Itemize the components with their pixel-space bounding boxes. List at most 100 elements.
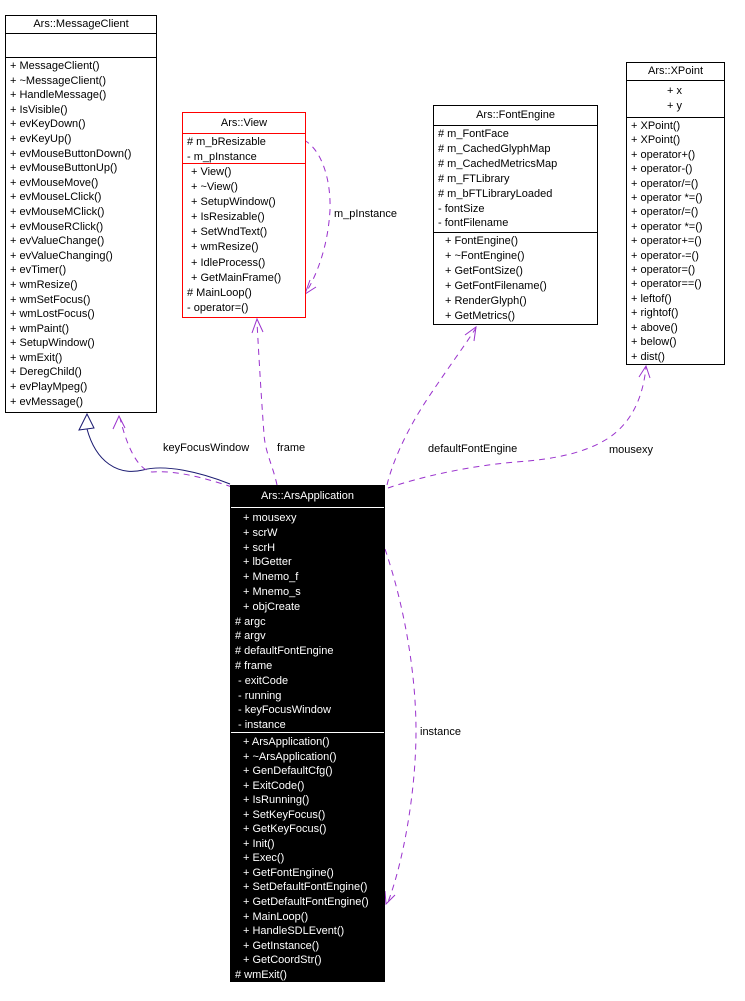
member-row: - fontFilename — [438, 217, 509, 230]
class-box-xpoint[interactable]: Ars::XPoint + x+ y + XPoint()+ XPoint()+… — [626, 62, 725, 365]
member-row: + evKeyDown() — [10, 118, 86, 131]
member-row: + GetCoordStr() — [243, 954, 322, 967]
member-row: # frame — [235, 659, 273, 672]
member-row: + ~View() — [191, 181, 238, 194]
member-row: + x — [667, 85, 682, 97]
member-row: + GenDefaultCfg() — [243, 765, 333, 778]
methods-section: + ArsApplication()+ ~ArsApplication()+ G… — [231, 733, 384, 981]
member-row: + rightof() — [631, 307, 679, 320]
class-box-fontengine[interactable]: Ars::FontEngine # m_FontFace# m_CachedGl… — [433, 105, 598, 325]
attributes-section: + mousexy+ scrW+ scrH+ lbGetter+ Mnemo_f… — [231, 508, 384, 733]
member-row: + evPlayMpeg() — [10, 381, 88, 394]
member-row: + SetupWindow() — [10, 337, 95, 350]
arrowhead-icon — [112, 414, 126, 430]
member-row: - operator=() — [187, 301, 249, 314]
class-title: Ars::View — [183, 113, 305, 134]
member-row: + leftof() — [631, 292, 672, 305]
member-row: + evMouseRClick() — [10, 220, 104, 233]
attributes-section: # m_bResizable - m_pInstance — [183, 134, 305, 164]
member-row: + MessageClient() — [10, 60, 100, 72]
attributes-section: # m_FontFace# m_CachedGlyphMap# m_Cached… — [434, 126, 597, 233]
member-row: + GetInstance() — [243, 939, 320, 952]
edge-keyfocuswindow — [119, 417, 233, 488]
member-row: # argv — [235, 630, 266, 643]
member-row: + GetFontFilename() — [445, 279, 547, 292]
member-row: + operator+=() — [631, 235, 702, 248]
member-row: + HandleSDLEvent() — [243, 925, 345, 938]
member-row: + IsVisible() — [10, 103, 68, 116]
member-row: - m_pInstance — [187, 150, 257, 163]
member-row: + SetupWindow() — [191, 196, 276, 209]
edge-label-instance: instance — [420, 726, 461, 738]
member-row: + XPoint() — [631, 134, 681, 147]
class-title: Ars::ArsApplication — [231, 486, 384, 508]
member-row: + XPoint() — [631, 120, 681, 132]
member-row: - instance — [238, 719, 286, 732]
member-row: + FontEngine() — [445, 235, 519, 247]
member-row: + above() — [631, 321, 678, 334]
member-row: + ~ArsApplication() — [243, 750, 337, 763]
member-row: # m_CachedGlyphMap — [438, 142, 551, 155]
member-row: + MainLoop() — [243, 910, 309, 923]
member-row: + operator+() — [631, 148, 696, 161]
member-row: + SetDefaultFontEngine() — [243, 881, 368, 894]
member-row: + IsRunning() — [243, 794, 310, 807]
member-row: + lbGetter — [243, 556, 292, 569]
member-row: + evMessage() — [10, 395, 84, 408]
edge-label-defaultfontengine: defaultFontEngine — [428, 443, 518, 455]
member-row: # m_bResizable — [187, 136, 266, 148]
member-row: + evMouseButtonUp() — [10, 162, 118, 175]
member-row: + DeregChild() — [10, 366, 82, 379]
edge-label-m-pinstance: m_pInstance — [334, 208, 397, 220]
member-row: + operator==() — [631, 278, 702, 291]
member-row: + evMouseLClick() — [10, 191, 102, 204]
member-row: + evMouseMove() — [10, 176, 99, 189]
member-row: - fontSize — [438, 202, 485, 215]
member-row: + operator/=() — [631, 177, 699, 190]
edge-instance — [384, 548, 417, 903]
member-row: + GetFontEngine() — [243, 866, 334, 879]
member-row: + HandleMessage() — [10, 89, 107, 102]
member-row: + scrH — [243, 541, 276, 554]
class-title: Ars::MessageClient — [6, 16, 156, 34]
member-row: + GetMetrics() — [445, 309, 515, 322]
member-row: - keyFocusWindow — [238, 704, 331, 717]
member-row: # m_FTLibrary — [438, 172, 510, 185]
class-box-arsapplication[interactable]: Ars::ArsApplication + mousexy+ scrW+ scr… — [230, 485, 385, 982]
edge-defaultfontengine — [386, 327, 477, 486]
member-row: + operator=() — [631, 264, 696, 277]
arrowhead-icon — [304, 279, 317, 296]
member-row: + evValueChanging() — [10, 249, 113, 262]
member-row: + ExitCode() — [243, 779, 305, 792]
member-row: + GetMainFrame() — [191, 271, 282, 284]
member-row: + operator *=() — [631, 192, 703, 205]
arrowhead-icon — [638, 364, 651, 379]
member-row: + wmResize() — [191, 241, 259, 254]
edge-label-keyfocuswindow: keyFocusWindow — [163, 442, 250, 454]
attributes-section — [6, 34, 156, 58]
member-row: + wmPaint() — [10, 322, 69, 335]
member-row: + wmExit() — [10, 351, 63, 364]
arrowhead-icon — [251, 317, 264, 334]
member-row: - running — [238, 689, 282, 702]
member-row: + operator *=() — [631, 220, 703, 233]
class-box-view[interactable]: Ars::View # m_bResizable- m_pInstance + … — [182, 112, 306, 318]
member-row: + IdleProcess() — [191, 256, 266, 269]
member-row: + GetDefaultFontEngine() — [243, 896, 369, 909]
edge-label-frame: frame — [277, 442, 306, 454]
member-row: # defaultFontEngine — [235, 645, 334, 658]
member-row: + operator-=() — [631, 249, 699, 262]
class-title: Ars::FontEngine — [434, 106, 597, 126]
class-box-messageclient[interactable]: Ars::MessageClient + MessageClient()+ ~M… — [5, 15, 157, 413]
member-row: # argc — [235, 615, 266, 628]
member-row: + dist() — [631, 350, 665, 363]
member-row: + wmLostFocus() — [10, 308, 95, 321]
member-row: # MainLoop() — [187, 286, 252, 299]
methods-section: + FontEngine()+ ~FontEngine()+ GetFontSi… — [434, 233, 597, 324]
member-row: + ~FontEngine() — [445, 249, 525, 262]
member-row: + below() — [631, 336, 677, 349]
member-row: - exitCode — [238, 674, 289, 687]
member-row: + Mnemo_f — [243, 571, 299, 584]
